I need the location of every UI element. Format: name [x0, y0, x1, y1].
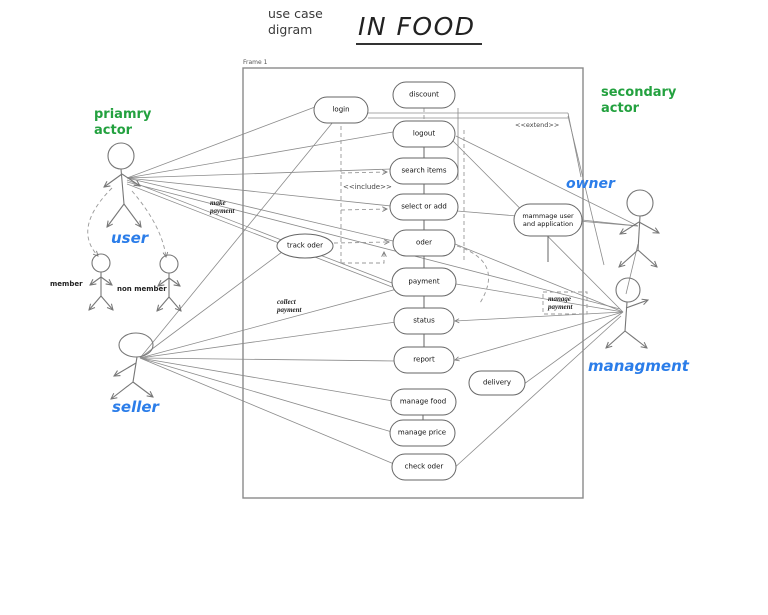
- actor-figures: [89, 142, 659, 399]
- use-case-search-items: [389, 157, 459, 185]
- dashed-into-search: [340, 172, 387, 173]
- edge-managment-report: [455, 311, 624, 360]
- dashed-managepayment-box: [542, 291, 588, 315]
- actor-label-managment: managment: [588, 357, 689, 375]
- use-case-mammage-user: [513, 203, 583, 237]
- edge-primary-search: [126, 168, 392, 179]
- dashed-into-oder-bottom: [341, 252, 384, 264]
- actor-label-owner: owner: [566, 176, 615, 192]
- edge-managment-status: [455, 311, 624, 321]
- use-case-label-check-oder: check oder: [404, 462, 444, 471]
- edge-primary-logout: [126, 131, 394, 179]
- use-case-discount: [392, 81, 456, 109]
- stereotype-include: <<include>>: [343, 183, 392, 191]
- use-case-check-oder: [391, 453, 457, 481]
- use-case-report: [393, 346, 455, 374]
- actor-seller: [111, 332, 153, 399]
- dashed-oder-loop: [456, 245, 489, 304]
- edge-primary-payment-1: [126, 179, 393, 284]
- actor-label-member: member: [50, 280, 83, 288]
- edge-seller-report: [139, 357, 397, 362]
- use-case-label-select-or-add: select or add: [401, 202, 447, 211]
- edge-seller-trackoder: [139, 251, 283, 359]
- stack-connectors: [422, 147, 549, 420]
- edge-seller-login: [139, 121, 334, 359]
- actor-member: [89, 253, 113, 310]
- use-case-logout: [392, 120, 456, 148]
- edge-seller-status: [139, 321, 397, 359]
- use-case-label-track-oder: track oder: [287, 241, 323, 250]
- actor-non-member: [157, 254, 181, 311]
- use-case-label-mammage-user: mammage user and application: [522, 211, 574, 228]
- use-case-label-manage-price: manage price: [397, 428, 447, 437]
- edge-primary-login: [126, 106, 316, 179]
- edge-managment-payment: [455, 283, 624, 313]
- system-frame: [242, 67, 584, 499]
- edge-extend-diag2: [567, 115, 605, 266]
- dashed-trackoder-oder: [333, 242, 389, 243]
- use-case-label-login: login: [332, 105, 350, 114]
- edge-primary-select: [126, 177, 392, 207]
- actor-label-non-member: non member: [117, 285, 167, 293]
- diagram-title: IN FOOD: [356, 12, 482, 45]
- edge-seller-managefood: [139, 357, 394, 402]
- use-case-label-status: status: [413, 316, 435, 325]
- use-case-label-discount: discount: [409, 90, 439, 99]
- use-case-login: [313, 96, 369, 124]
- use-case-nodes: [276, 81, 583, 481]
- dashed-edges: [87, 108, 588, 315]
- association-edges: [126, 106, 639, 471]
- actor-primary: [104, 142, 141, 227]
- edge-seller-payment: [139, 288, 398, 359]
- edge-primary-payment-2: [126, 183, 393, 288]
- use-case-label-delivery: delivery: [482, 378, 512, 387]
- diagram-subtitle: use case digram: [268, 6, 323, 38]
- use-case-delivery: [468, 370, 526, 396]
- actor-label-seller: seller: [112, 398, 159, 416]
- edge-checkoder-managment: [451, 315, 622, 471]
- edge-managment-delivery: [523, 311, 624, 385]
- primary-actor-role-label: priamry actor: [94, 107, 152, 139]
- use-case-select-or-add: [389, 193, 459, 221]
- use-case-label-report: report: [413, 355, 435, 364]
- secondary-actor-role-label: secondary actor: [601, 85, 677, 117]
- use-case-label-logout: logout: [412, 129, 436, 138]
- use-case-label-manage-food: manage food: [399, 397, 447, 406]
- edge-seller-manageprice: [139, 357, 393, 433]
- use-case-manage-food: [390, 388, 457, 416]
- edge-owner-logout: [455, 135, 639, 227]
- actor-managment: [606, 277, 648, 348]
- use-case-label-search-items: search items: [401, 166, 447, 175]
- edge-primary-long: [126, 181, 621, 310]
- stereotype-extend: <<extend>>: [515, 121, 560, 129]
- edge-seller-checkoder: [139, 357, 395, 465]
- use-case-manage-price: [389, 419, 456, 447]
- use-case-oder: [392, 229, 456, 257]
- edge-label-make-payment: make payment: [210, 199, 235, 216]
- use-case-label-oder: oder: [416, 238, 432, 247]
- use-case-track-oder: [276, 233, 334, 259]
- edge-label-collect-payment: collect payment: [277, 298, 302, 315]
- use-case-payment: [391, 267, 457, 297]
- edge-label-manage-payment: manage payment: [548, 295, 573, 312]
- use-case-status: [393, 307, 455, 335]
- actor-owner: [619, 189, 659, 267]
- frame-label: Frame 1: [243, 59, 268, 66]
- edge-managment-oder: [454, 243, 624, 313]
- edge-primary-oder: [126, 177, 394, 242]
- dashed-user-nonmember: [131, 190, 166, 257]
- use-case-label-payment: payment: [408, 277, 440, 286]
- dashed-into-select: [340, 209, 387, 210]
- actor-label-user: user: [111, 229, 149, 247]
- dashed-user-member: [87, 187, 113, 256]
